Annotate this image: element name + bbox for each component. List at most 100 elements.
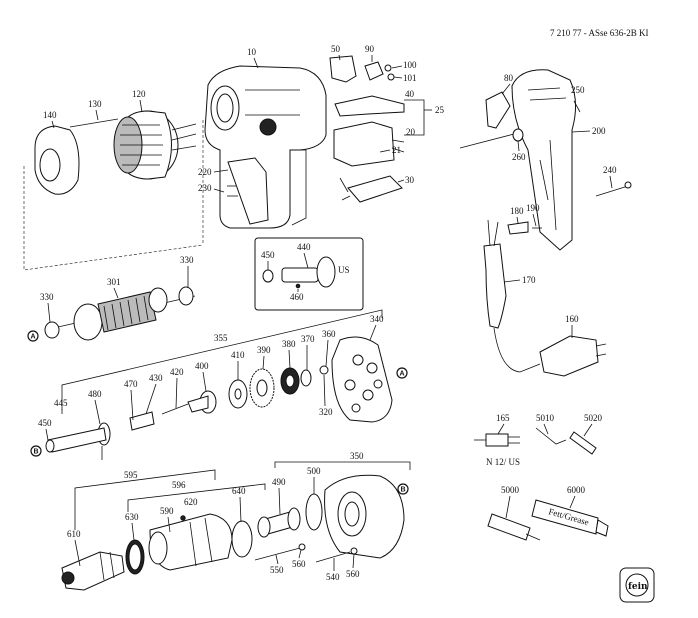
o-ring-500 [305, 493, 323, 531]
label-301: 301 [107, 277, 121, 287]
svg-text:A: A [31, 334, 36, 341]
gearbox-flange [331, 336, 393, 423]
label-560-a: 560 [292, 559, 306, 569]
cable-260-wire [459, 133, 515, 149]
label-120: 120 [132, 89, 146, 99]
label-n12-us: N 12/ US [486, 457, 520, 467]
switch-bar [334, 95, 405, 117]
ring-370 [300, 369, 312, 387]
clamp-80 [485, 91, 511, 129]
strain-relief-180 [507, 221, 529, 235]
o-ring-640 [231, 520, 253, 558]
screw-240 [595, 185, 629, 197]
label-450: 450 [261, 250, 275, 260]
label-445: 445 [54, 398, 68, 408]
label-460: 460 [290, 292, 304, 302]
label-400: 400 [195, 361, 209, 371]
label-6000: 6000 [567, 485, 586, 495]
label-590: 590 [160, 506, 174, 516]
label-370: 370 [301, 334, 315, 344]
label-100: 100 [403, 60, 417, 70]
svg-text:B: B [34, 449, 39, 456]
label-180: 180 [510, 206, 524, 216]
label-480: 480 [88, 389, 102, 399]
sleeve-430 [129, 411, 155, 431]
label-200: 200 [592, 126, 606, 136]
label-80: 80 [504, 73, 514, 83]
cable-170 [483, 219, 541, 373]
socket-5020 [569, 431, 597, 455]
label-330-left: 330 [40, 292, 54, 302]
label-220: 220 [198, 167, 212, 177]
label-550: 550 [270, 565, 284, 575]
grease-tube-6000: Fett/Grease [531, 499, 609, 537]
label-25: 25 [435, 105, 445, 115]
part-260 [512, 128, 524, 142]
brush-holder [329, 55, 357, 83]
inset-detail-box [254, 237, 364, 311]
label-630: 630 [125, 512, 139, 522]
label-350: 350 [350, 451, 364, 461]
washer-360 [319, 365, 329, 375]
label-us: US [338, 265, 350, 275]
document-code: 7 210 77 - ASse 636-2B KI [550, 28, 649, 38]
motor-housing [204, 65, 327, 229]
label-410: 410 [231, 350, 245, 360]
nut-driver-5000 [487, 513, 531, 541]
armature [57, 286, 196, 341]
label-230: 230 [198, 183, 212, 193]
label-40: 40 [405, 89, 415, 99]
marker-b-left: B [30, 445, 42, 457]
bearing-shield [34, 125, 80, 195]
spring-420 [161, 403, 189, 415]
svg-text:fein: fein [628, 582, 648, 592]
spindle-400 [187, 390, 217, 414]
label-50: 50 [331, 44, 341, 54]
label-390: 390 [257, 345, 271, 355]
trigger-switch [227, 157, 269, 225]
label-610: 610 [67, 529, 81, 539]
label-330-top: 330 [180, 255, 194, 265]
label-420: 420 [170, 367, 184, 377]
fein-logo: fein [619, 567, 655, 603]
label-160: 160 [565, 314, 579, 324]
label-640: 640 [232, 486, 246, 496]
label-130: 130 [88, 99, 102, 109]
label-380: 380 [282, 339, 296, 349]
label-190: 190 [526, 203, 540, 213]
label-500: 500 [307, 466, 321, 476]
ball-620 [180, 515, 186, 521]
marker-b-right: B [397, 483, 409, 495]
label-10: 10 [247, 47, 257, 57]
label-21: 21 [392, 145, 401, 155]
svg-text:A: A [400, 371, 405, 378]
label-430: 430 [149, 373, 163, 383]
label-450-lower: 450 [38, 418, 52, 428]
shaft-450 [47, 427, 107, 453]
label-260: 260 [512, 152, 526, 162]
label-90: 90 [365, 44, 375, 54]
screw-540 [315, 551, 351, 563]
handle-shell-200 [511, 69, 576, 251]
front-sleeve-590 [148, 513, 233, 571]
bearing-330-front [44, 321, 60, 339]
label-360: 360 [322, 329, 336, 339]
label-170: 170 [522, 275, 536, 285]
label-440: 440 [297, 242, 311, 252]
marker-a-right: A [396, 367, 408, 379]
label-250: 250 [571, 85, 585, 95]
label-165: 165 [496, 413, 510, 423]
mains-plug-160 [539, 335, 607, 377]
electronic-switch [333, 121, 395, 167]
chuck-610 [61, 551, 125, 591]
label-320: 320 [319, 407, 333, 417]
label-490: 490 [272, 477, 286, 487]
label-20: 20 [406, 127, 416, 137]
marker-a-left: A [27, 330, 39, 342]
leader-355 [61, 309, 383, 392]
brush-spring [364, 61, 384, 81]
stator-field-coil [113, 110, 197, 180]
label-5010: 5010 [536, 413, 555, 423]
